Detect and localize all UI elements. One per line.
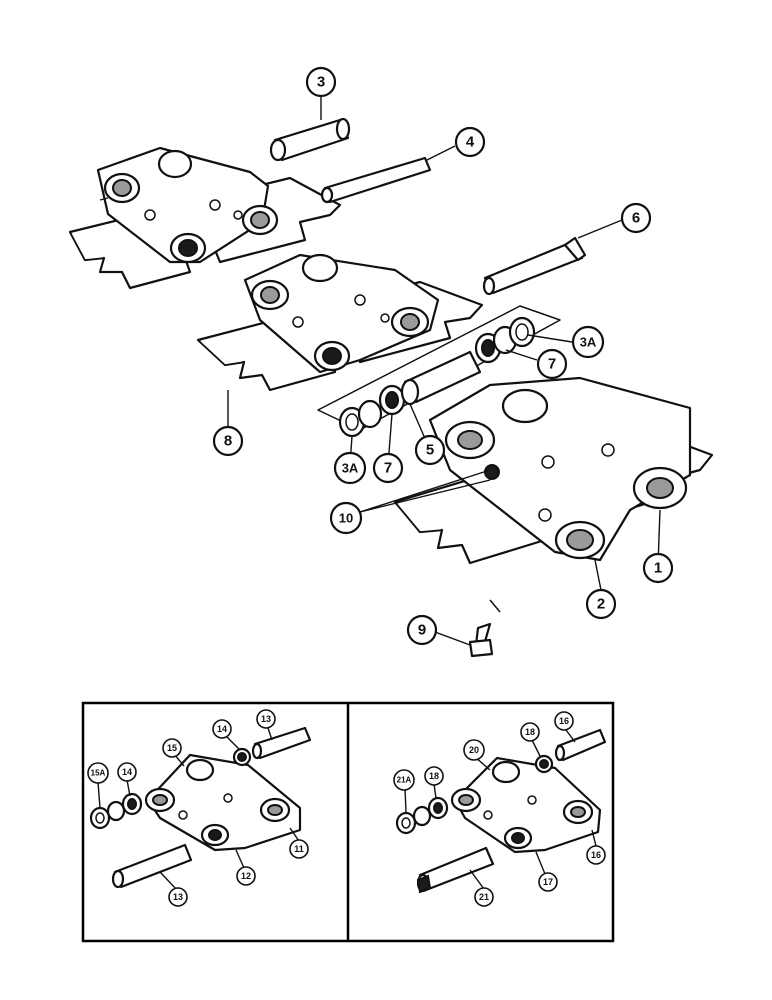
callout-12-label: 12 — [241, 871, 251, 881]
track-shoe-middle — [196, 253, 484, 392]
inset-right-drawing — [395, 728, 607, 894]
callout-10: 10 — [329, 501, 363, 535]
callout-9: 9 — [406, 614, 438, 646]
callout-3: 3 — [305, 66, 337, 98]
inset-right-leaders — [404, 729, 597, 890]
callout-15: 15 — [162, 738, 182, 758]
callout-14-top: 14 — [212, 719, 232, 739]
track-shoe-upper — [68, 146, 342, 290]
inset-left-drawing — [89, 726, 312, 889]
callout-15a-label: 15A — [91, 769, 106, 778]
callout-18-top-label: 18 — [525, 727, 535, 737]
callout-10-label: 10 — [339, 511, 353, 526]
callout-11: 11 — [289, 839, 309, 859]
callout-21: 21 — [474, 887, 494, 907]
callout-17-label: 17 — [543, 877, 553, 887]
callout-18-left: 18 — [424, 766, 444, 786]
callout-13-top: 13 — [256, 709, 276, 729]
callout-18-top: 18 — [520, 722, 540, 742]
callout-21a-label: 21A — [397, 776, 412, 785]
callout-2: 2 — [585, 588, 617, 620]
callout-15-label: 15 — [167, 743, 177, 753]
callout-16-bottom: 16 — [586, 845, 606, 865]
callout-8: 8 — [212, 425, 244, 457]
callout-2-label: 2 — [597, 596, 605, 613]
callout-8-label: 8 — [224, 433, 232, 450]
part-3-bushing — [269, 117, 351, 162]
track-shoe-lower — [393, 376, 714, 613]
callout-17: 17 — [538, 872, 558, 892]
callout-3a-left-label: 3A — [342, 461, 359, 476]
callout-5: 5 — [414, 434, 446, 466]
callout-14-left-label: 14 — [122, 767, 132, 777]
callout-1: 1 — [642, 552, 674, 584]
callout-16-top-label: 16 — [559, 716, 569, 726]
callout-15a: 15A — [87, 762, 109, 784]
callout-7-right-label: 7 — [548, 356, 556, 373]
part-4-pin — [320, 156, 432, 204]
callout-11-label: 11 — [294, 844, 304, 854]
callout-13-bottom-label: 13 — [173, 892, 183, 902]
callout-3-label: 3 — [317, 74, 325, 91]
callout-13-top-label: 13 — [261, 714, 271, 724]
seal-and-bushing-group — [317, 305, 561, 438]
callout-16-top: 16 — [554, 711, 574, 731]
callout-9-label: 9 — [418, 622, 426, 639]
callout-18-left-label: 18 — [429, 771, 439, 781]
callout-13-bottom: 13 — [168, 887, 188, 907]
callout-3a-right: 3A — [571, 325, 605, 359]
callout-5-label: 5 — [426, 442, 434, 459]
part-9-bolt — [468, 622, 494, 658]
callout-6: 6 — [620, 202, 652, 234]
callout-7-left: 7 — [372, 452, 404, 484]
callout-20: 20 — [463, 739, 485, 761]
callout-14-top-label: 14 — [217, 724, 227, 734]
callout-21-label: 21 — [479, 892, 489, 902]
callout-21a: 21A — [393, 769, 415, 791]
callout-20-label: 20 — [469, 745, 479, 755]
callout-4-label: 4 — [466, 134, 475, 151]
callout-12: 12 — [236, 866, 256, 886]
callout-4: 4 — [454, 126, 486, 158]
part-6-pin — [482, 236, 587, 296]
callout-7-right: 7 — [536, 348, 568, 380]
callout-1-label: 1 — [654, 560, 662, 577]
callout-3a-right-label: 3A — [580, 335, 597, 350]
callout-7-left-label: 7 — [384, 460, 392, 477]
callout-3a-left: 3A — [333, 451, 367, 485]
callout-6-label: 6 — [632, 210, 640, 227]
callout-14-left: 14 — [117, 762, 137, 782]
leader-lines-main — [99, 96, 661, 646]
callout-16-bottom-label: 16 — [591, 850, 601, 860]
